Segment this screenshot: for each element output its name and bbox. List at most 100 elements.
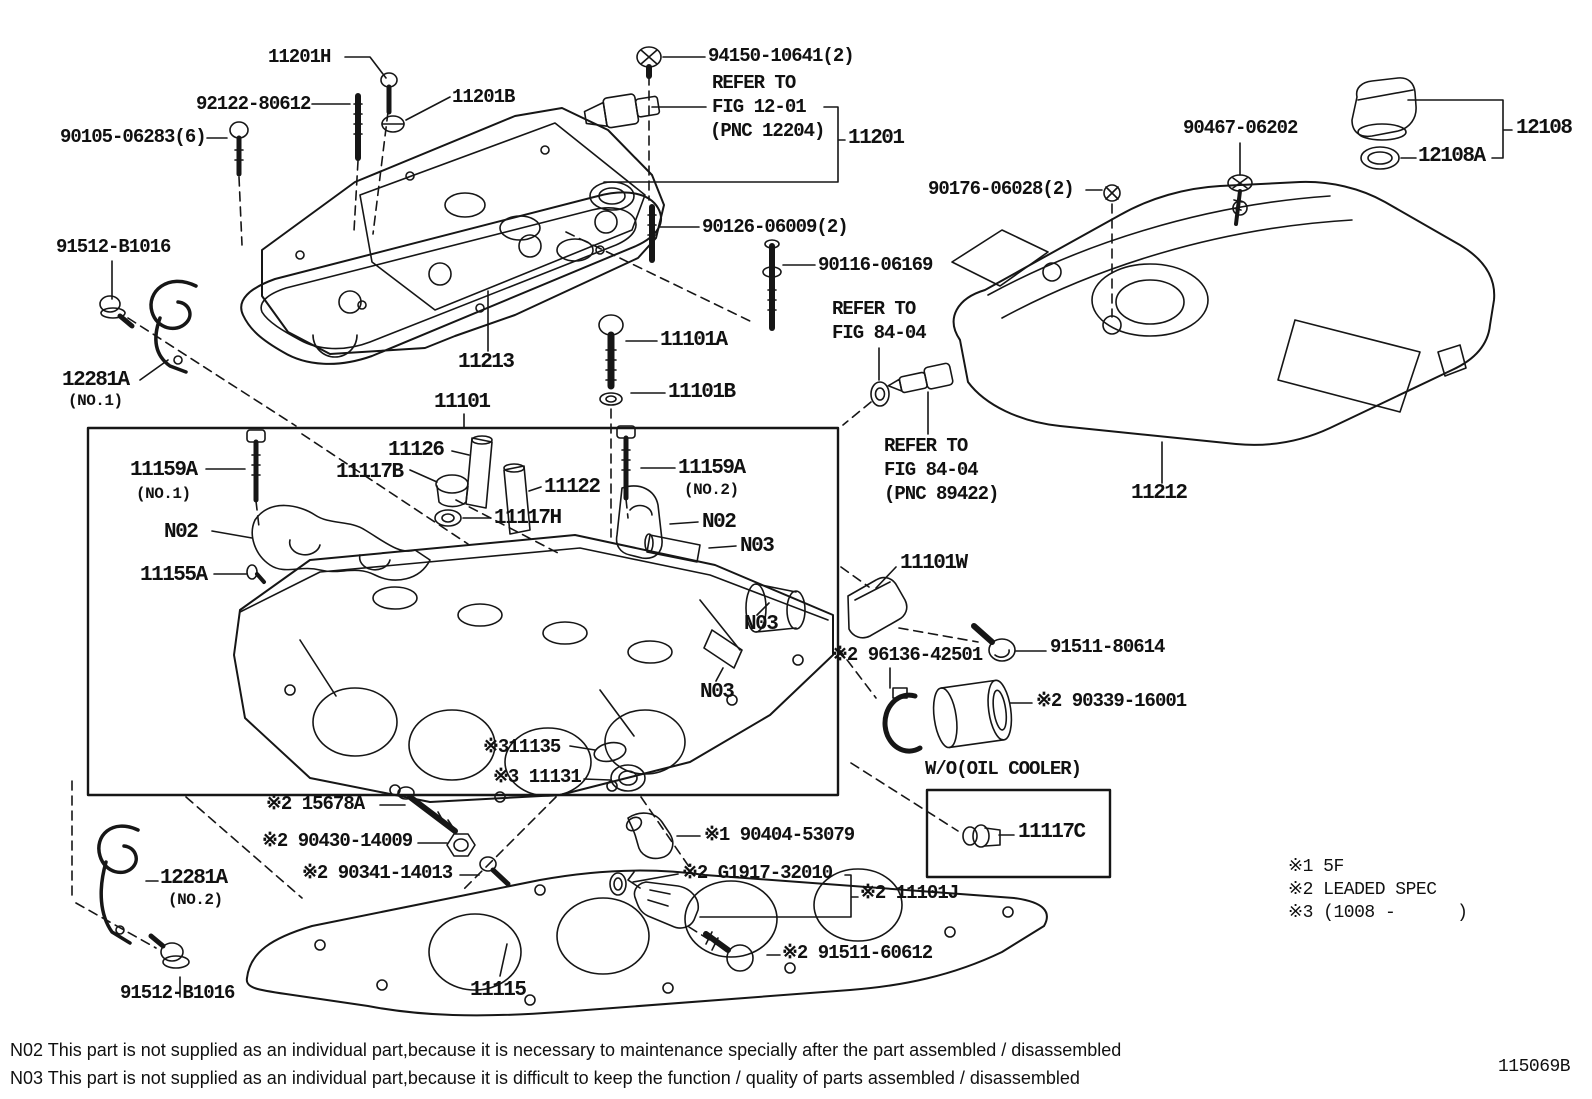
valve-cover-gasket bbox=[240, 191, 663, 365]
head-gasket bbox=[245, 868, 1048, 1017]
clamp-96136 bbox=[882, 687, 923, 754]
part-label-11135: ※311135 bbox=[483, 736, 561, 758]
part-label-11122: 11122 bbox=[544, 476, 601, 499]
valve-cover bbox=[261, 107, 665, 358]
part-label-12281A-no2-sub: (NO.2) bbox=[168, 891, 223, 909]
part-label-90467-06202: 90467-06202 bbox=[1183, 117, 1298, 139]
part-label-N03-2: N03 bbox=[744, 613, 779, 636]
screw-90467 bbox=[1227, 174, 1253, 226]
part-label-11126: 11126 bbox=[388, 439, 445, 462]
part-label-11101: 11101 bbox=[434, 391, 491, 414]
part-label-90430-14009: ※2 90430-14009 bbox=[262, 830, 413, 852]
part-label-11201: 11201 bbox=[848, 127, 905, 150]
part-label-90116-06169: 90116-06169 bbox=[818, 254, 933, 276]
part-label-N02-right: N02 bbox=[702, 511, 737, 534]
part-label-doc-number: 115069B bbox=[1498, 1057, 1571, 1077]
sensor-11101W bbox=[847, 576, 908, 639]
washer-11101B bbox=[599, 392, 623, 406]
stud-92122 bbox=[353, 93, 363, 161]
part-label-N02-left: N02 bbox=[164, 521, 199, 544]
sensor-11101J bbox=[627, 871, 700, 929]
part-label-refer-fig12-line1: REFER TO bbox=[712, 72, 796, 94]
main-assembly-box bbox=[86, 426, 840, 797]
part-label-12281A-no1: 12281A bbox=[62, 369, 130, 392]
bolt-11201H bbox=[380, 72, 398, 115]
camshaft-cap-N02-right bbox=[615, 485, 663, 560]
bolt-90105 bbox=[229, 121, 249, 177]
ring-G1917 bbox=[609, 872, 627, 896]
pin-N03-3 bbox=[703, 629, 743, 669]
part-label-legend-3: ※3 (1008 - ) bbox=[1288, 903, 1468, 923]
part-label-11117C: 11117C bbox=[1018, 821, 1086, 844]
part-label-11117H: 11117H bbox=[494, 507, 562, 530]
nut-90176 bbox=[1103, 184, 1121, 202]
part-label-90339-16001: ※2 90339-16001 bbox=[1036, 690, 1187, 712]
sensor-pnc89422 bbox=[887, 362, 954, 394]
bolt-15678A bbox=[397, 786, 458, 834]
part-label-11115: 11115 bbox=[470, 979, 527, 1002]
part-label-11159A-no2-sub: (NO.2) bbox=[684, 481, 739, 499]
part-label-11213: 11213 bbox=[458, 351, 515, 374]
part-label-11201B: 11201B bbox=[452, 86, 515, 108]
bolt-91512-bottom bbox=[148, 933, 190, 969]
oil-filler-cap-ring bbox=[1360, 146, 1400, 170]
part-label-G1917-32010: ※2 G1917-32010 bbox=[682, 862, 833, 884]
bolt-90341 bbox=[479, 856, 511, 887]
bolt-11101A bbox=[598, 314, 624, 390]
bolt-91511-80614 bbox=[971, 623, 1016, 662]
part-label-96136-42501: ※2 96136-42501 bbox=[832, 644, 983, 666]
part-label-refer-fig12-line3: (PNC 12204) bbox=[710, 120, 825, 142]
stud-90116 bbox=[762, 239, 782, 331]
part-label-refer-fig84b-line1: REFER TO bbox=[884, 435, 968, 457]
bushing-N03-2 bbox=[745, 583, 806, 633]
part-label-refer-fig84a-line2: FIG 84-04 bbox=[832, 322, 927, 344]
stud-90126 bbox=[647, 204, 657, 263]
footnote-n02: N02 This part is not supplied as an indi… bbox=[10, 1040, 1122, 1060]
part-label-11159A-no1: 11159A bbox=[130, 459, 198, 482]
bolt-91511-60612 bbox=[703, 931, 754, 972]
part-label-refer-fig12-line2: FIG 12-01 bbox=[712, 96, 807, 118]
part-label-11117B: 11117B bbox=[336, 461, 404, 484]
seal-11135 bbox=[593, 741, 627, 763]
pin-11155A bbox=[246, 564, 266, 584]
hose-90339 bbox=[932, 679, 1013, 749]
part-label-N03-3: N03 bbox=[700, 681, 735, 704]
oil-cooler-box bbox=[925, 788, 1112, 879]
valve-guide-11126 bbox=[465, 435, 493, 509]
bolt-91512-top bbox=[99, 295, 135, 329]
part-label-90126-06009: 90126-06009(2) bbox=[702, 216, 849, 238]
part-label-refer-fig84b-line3: (PNC 89422) bbox=[884, 483, 999, 505]
part-label-91512-B1016-bottom: 91512-B1016 bbox=[120, 982, 235, 1004]
engine-cover bbox=[951, 180, 1496, 446]
hook-12281A-no2 bbox=[97, 824, 140, 945]
part-label-90105-06283: 90105-06283(6) bbox=[60, 126, 207, 148]
part-label-N03-1: N03 bbox=[740, 535, 775, 558]
footnote-n03: N03 This part is not supplied as an indi… bbox=[10, 1068, 1080, 1088]
part-label-11101W: 11101W bbox=[900, 552, 968, 575]
part-label-refer-fig84a-line1: REFER TO bbox=[832, 298, 916, 320]
part-label-11101A: 11101A bbox=[660, 329, 728, 352]
part-label-11101J: ※2 11101J bbox=[860, 882, 959, 904]
part-label-11201H: 11201H bbox=[268, 46, 331, 68]
part-label-91511-60612: ※2 91511-60612 bbox=[782, 942, 933, 964]
part-label-12281A-no1-sub: (NO.1) bbox=[68, 392, 123, 410]
part-label-12108: 12108 bbox=[1516, 117, 1573, 140]
oil-filler-cap bbox=[1351, 77, 1417, 141]
part-label-11101B: 11101B bbox=[668, 381, 736, 404]
plug-11117C bbox=[962, 824, 1001, 848]
part-label-90341-14013: ※2 90341-14013 bbox=[302, 862, 453, 884]
hook-12281A-no1 bbox=[149, 279, 198, 374]
cap-11117B bbox=[435, 474, 469, 508]
camshaft-cap-N02-left bbox=[251, 504, 431, 581]
part-label-11159A-no2: 11159A bbox=[678, 457, 746, 480]
cylinder-head bbox=[233, 534, 834, 803]
part-label-legend-1: ※1 5F bbox=[1288, 857, 1344, 877]
bolt-11159A-no2 bbox=[616, 425, 636, 501]
part-label-94150-10641: 94150-10641(2) bbox=[708, 45, 855, 67]
part-label-12281A-no2: 12281A bbox=[160, 867, 228, 890]
part-label-91512-B1016-top: 91512-B1016 bbox=[56, 236, 171, 258]
leader-lines bbox=[111, 56, 1513, 998]
part-label-refer-fig84b-line2: FIG 84-04 bbox=[884, 459, 979, 481]
part-label-90404-53079: ※1 90404-53079 bbox=[704, 824, 855, 846]
